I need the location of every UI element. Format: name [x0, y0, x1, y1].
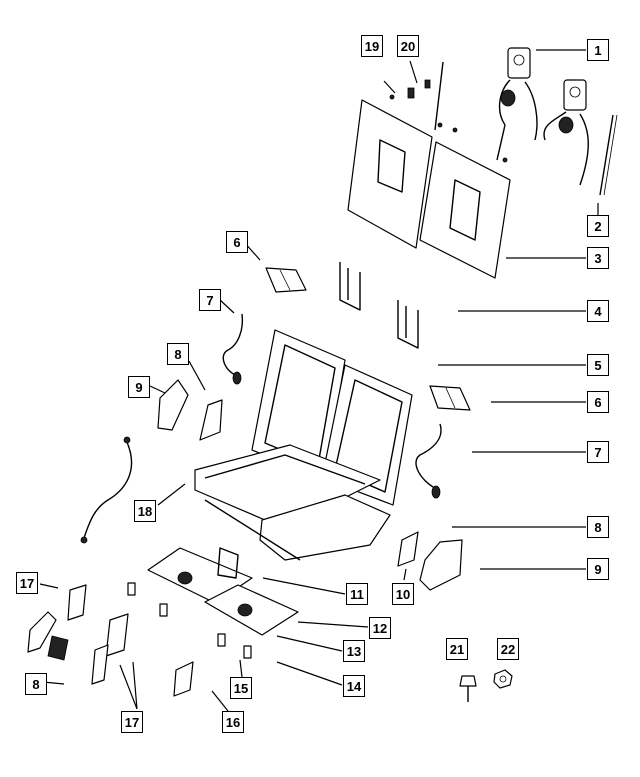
- callout-20[interactable]: 20: [397, 35, 419, 57]
- callout-13[interactable]: 13: [343, 640, 365, 662]
- callout-9[interactable]: 9: [587, 558, 609, 580]
- callout-8[interactable]: 8: [25, 673, 47, 695]
- callout-19[interactable]: 19: [361, 35, 383, 57]
- rail-assembly-11: [147, 547, 253, 604]
- callout-6[interactable]: 6: [587, 391, 609, 413]
- callout-11[interactable]: 11: [346, 583, 368, 605]
- callout-22[interactable]: 22: [497, 638, 519, 660]
- trim-9a: [157, 379, 189, 431]
- harness-18: [80, 436, 133, 544]
- callout-17[interactable]: 17: [16, 572, 38, 594]
- callout-21[interactable]: 21: [446, 638, 468, 660]
- callout-7[interactable]: 7: [199, 289, 221, 311]
- seatback-panels-3: [347, 79, 511, 279]
- bracket-8b: [397, 531, 419, 567]
- callout-6[interactable]: 6: [226, 231, 248, 253]
- callout-15[interactable]: 15: [230, 677, 252, 699]
- nut-22: [493, 669, 513, 689]
- clips-15: [127, 582, 252, 659]
- callout-9[interactable]: 9: [128, 376, 150, 398]
- callout-7[interactable]: 7: [587, 441, 609, 463]
- callout-10[interactable]: 10: [392, 583, 414, 605]
- cable-7a: [222, 313, 244, 385]
- cable-7b: [415, 423, 442, 499]
- callout-1[interactable]: 1: [587, 39, 609, 61]
- callout-3[interactable]: 3: [587, 247, 609, 269]
- callout-18[interactable]: 18: [134, 500, 156, 522]
- callout-4[interactable]: 4: [587, 300, 609, 322]
- callout-12[interactable]: 12: [369, 617, 391, 639]
- bolt-21: [459, 675, 477, 702]
- trim-9b: [419, 539, 463, 591]
- bracket-8a: [199, 399, 223, 441]
- callout-17[interactable]: 17: [121, 711, 143, 733]
- rail-assembly-12: [204, 584, 299, 636]
- pad-6b: [429, 385, 471, 411]
- rod-2: [434, 61, 618, 196]
- callout-16[interactable]: 16: [222, 711, 244, 733]
- cover-16: [173, 661, 194, 697]
- callout-8[interactable]: 8: [167, 343, 189, 365]
- covers-17: [67, 584, 129, 685]
- callout-2[interactable]: 2: [587, 215, 609, 237]
- callout-8[interactable]: 8: [587, 516, 609, 538]
- bracket-8c: [27, 611, 69, 661]
- latch-assembly-1: [496, 47, 589, 186]
- callout-5[interactable]: 5: [587, 354, 609, 376]
- seat-base-frame: [194, 444, 391, 561]
- leader-lines: [39, 49, 599, 712]
- pad-6a: [265, 267, 307, 293]
- callout-14[interactable]: 14: [343, 675, 365, 697]
- hooks-4: [339, 262, 419, 349]
